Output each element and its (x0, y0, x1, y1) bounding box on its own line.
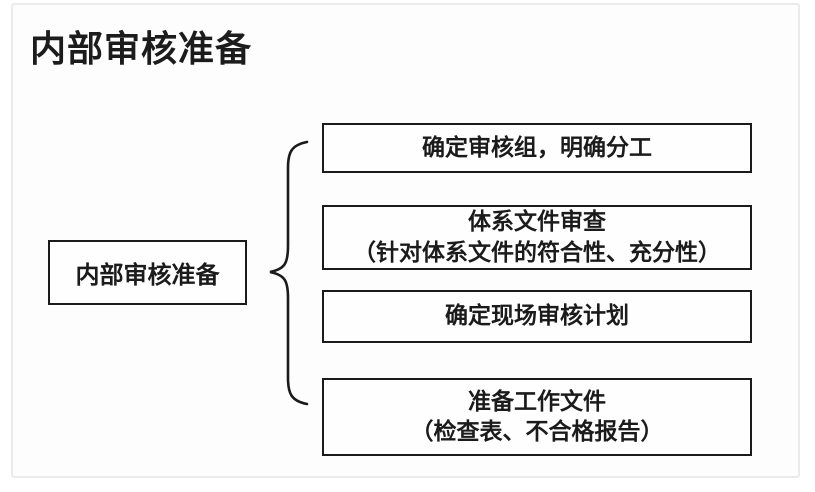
node-label-line: 体系文件审查 (468, 209, 606, 235)
node-label-line: （检查表、不合格报告） (410, 419, 664, 444)
left-brace-icon (269, 140, 309, 406)
node-box-onsite-plan: 确定现场审核计划 (322, 290, 752, 343)
root-node-label: 内部审核准备 (75, 263, 220, 289)
node-label-line: （针对体系文件的符合性、充分性） (353, 239, 721, 265)
node-label-line: 确定现场审核计划 (445, 303, 629, 329)
node-box-work-docs: 准备工作文件 （检查表、不合格报告） (322, 378, 752, 456)
node-box-audit-team: 确定审核组，明确分工 (322, 123, 752, 173)
root-node-box: 内部审核准备 (48, 240, 247, 305)
node-box-doc-review: 体系文件审查 （针对体系文件的符合性、充分性） (322, 205, 752, 270)
node-label-line: 准备工作文件 (468, 388, 606, 414)
page-title: 内部审核准备 (30, 29, 253, 69)
node-label-line: 确定审核组，明确分工 (422, 134, 652, 160)
